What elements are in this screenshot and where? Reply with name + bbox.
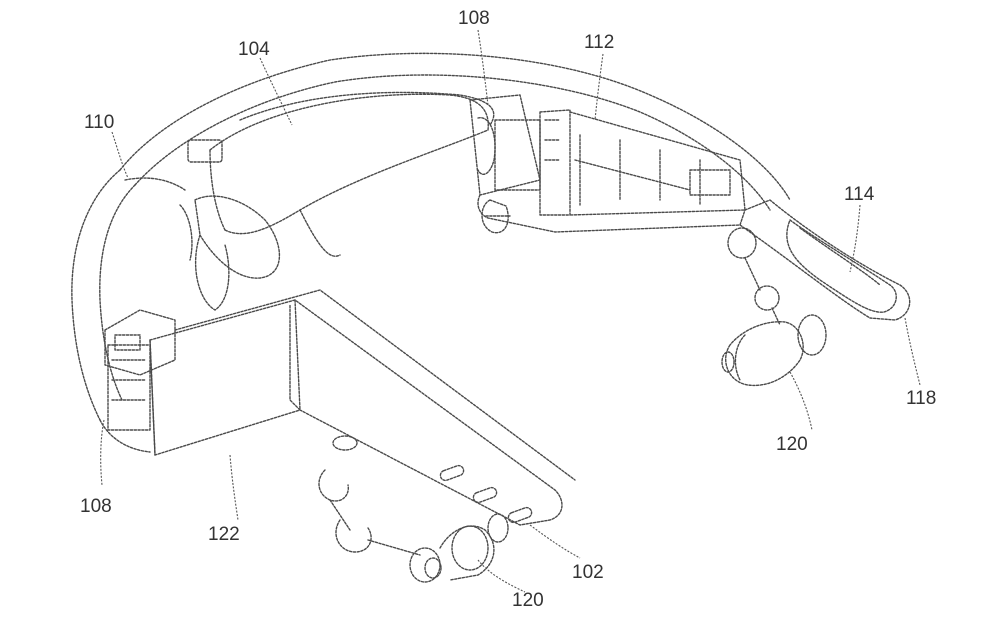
ref-108-left: 108 <box>80 496 112 517</box>
right-electronics-module <box>469 94 746 234</box>
head-band <box>119 52 791 211</box>
ref-114: 114 <box>844 184 875 205</box>
ref-104: 104 <box>238 39 270 60</box>
right-temple-arm <box>739 199 911 321</box>
nose-pads <box>179 195 281 311</box>
earbud-left <box>318 469 509 583</box>
camera-module-left <box>104 309 176 431</box>
ref-118: 118 <box>906 388 936 409</box>
ref-108-top: 108 <box>458 8 490 29</box>
visor-lens <box>209 93 489 257</box>
earbud-right <box>721 227 827 387</box>
front-frame <box>71 139 223 453</box>
ref-112: 112 <box>584 32 614 53</box>
ref-110: 110 <box>84 112 114 133</box>
ref-120-right: 120 <box>776 434 808 455</box>
left-temple-arm <box>149 289 576 526</box>
reference-numerals: 110 104 108 112 114 118 120 108 122 120 … <box>80 8 936 611</box>
ref-122: 122 <box>208 524 240 545</box>
leader-lines <box>100 29 921 593</box>
ref-120-bottom: 120 <box>512 590 544 611</box>
ref-102: 102 <box>572 562 604 583</box>
